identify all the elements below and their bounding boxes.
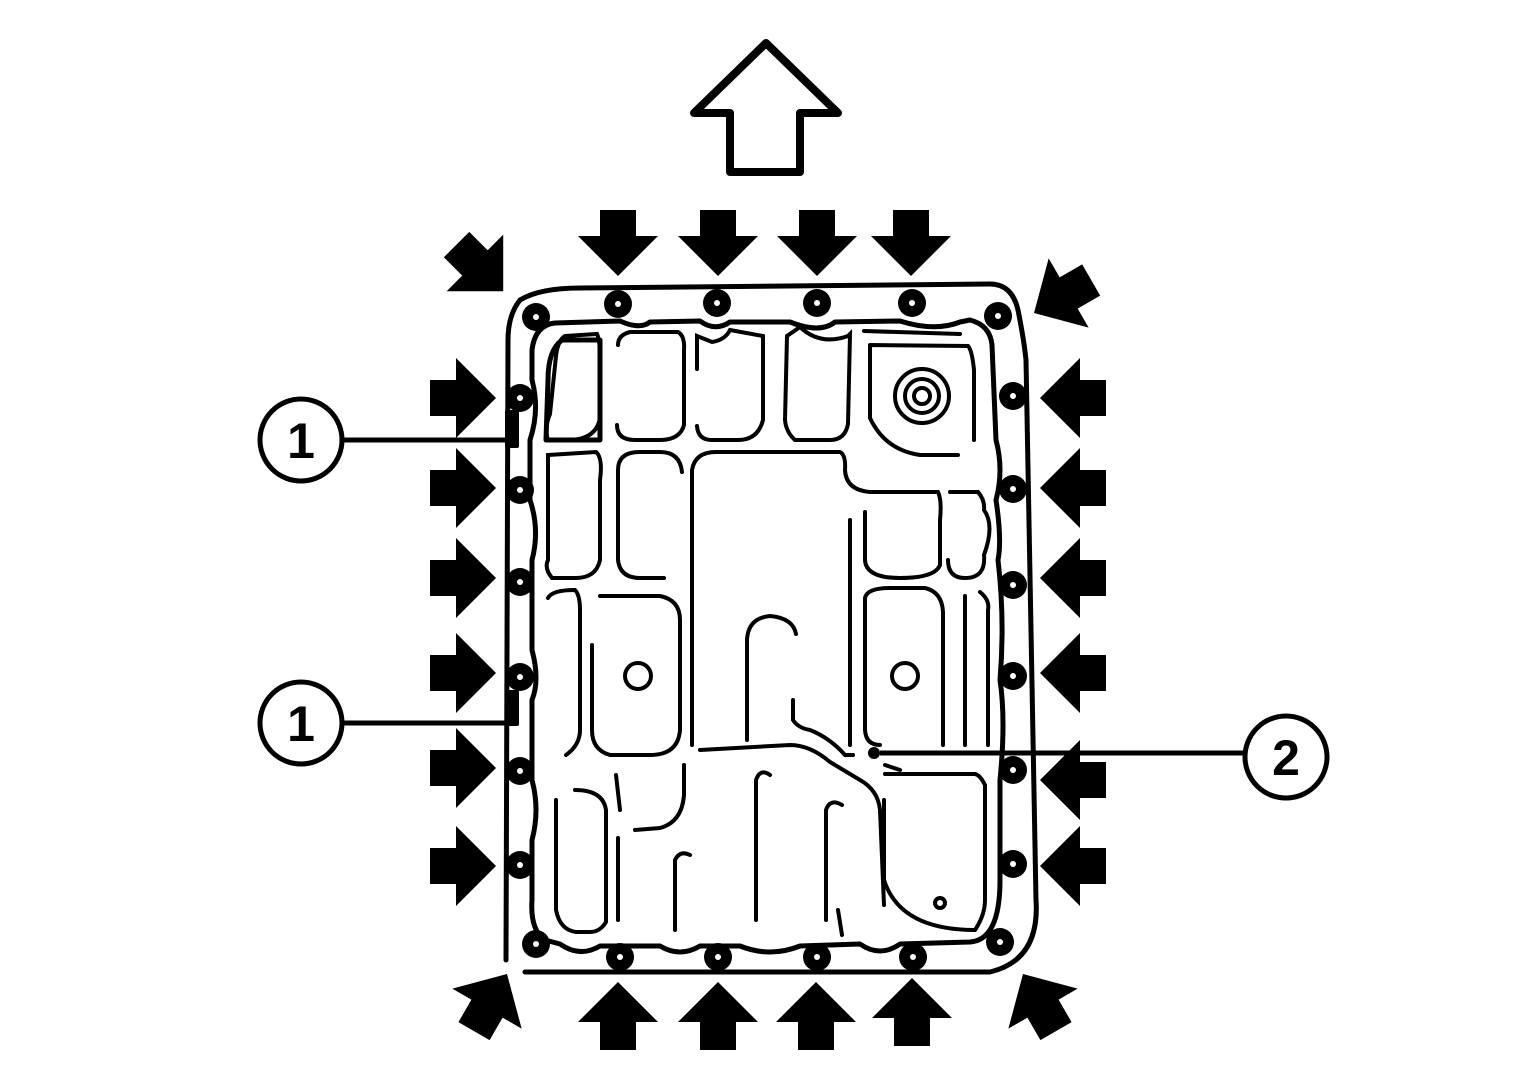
bolt-icon — [999, 382, 1027, 410]
right-arrow-icon — [430, 538, 496, 618]
callout-1a: 1 — [257, 396, 345, 484]
diagonal-arrow-bottom-left-icon — [452, 974, 522, 1041]
down-arrow-icon — [678, 210, 758, 276]
bolt-icon — [999, 756, 1027, 784]
bolt-icon — [704, 943, 732, 971]
right-arrow-icon — [430, 728, 496, 808]
callout-circle — [257, 679, 345, 767]
callout-circle — [257, 396, 345, 484]
pan-left-edge — [503, 297, 523, 963]
top-pressure-arrows — [578, 210, 951, 276]
front-direction-arrow-icon — [690, 39, 842, 176]
left-arrow-icon — [1040, 448, 1106, 528]
bolt-icon — [506, 476, 534, 504]
bolt-icon — [999, 475, 1027, 503]
locating-pin-lower — [505, 690, 519, 726]
diagonal-arrow-top-right-icon — [1034, 258, 1101, 328]
bolt-icon — [898, 289, 926, 317]
callout-label: 1 — [287, 413, 315, 469]
pan-flange-outline — [517, 281, 1039, 975]
left-arrow-icon — [1040, 633, 1106, 713]
left-arrow-icon — [1040, 826, 1106, 906]
right-arrow-icon — [430, 448, 496, 528]
right-arrow-icon — [430, 826, 496, 906]
bolts — [506, 289, 1027, 971]
bolt-icon — [999, 662, 1027, 690]
up-arrow-icon — [678, 982, 758, 1050]
pan-point-marker — [868, 747, 880, 759]
bolt-icon — [999, 571, 1027, 599]
oil-pan — [503, 281, 1039, 975]
down-arrow-icon — [777, 210, 857, 276]
bolt-icon — [986, 928, 1014, 956]
diagonal-arrow-bottom-right-icon — [1008, 974, 1078, 1041]
pan-inner-gasket — [527, 317, 1006, 955]
bolt-icon — [803, 943, 831, 971]
bolt-icon — [522, 303, 550, 331]
up-arrow-icon — [776, 982, 856, 1050]
corner-pressure-arrows — [443, 231, 1101, 1041]
bolt-icon — [506, 568, 534, 596]
up-arrow-icon — [578, 982, 658, 1050]
callout-label: 2 — [1272, 730, 1300, 786]
bolt-icon — [899, 943, 927, 971]
leader-lines — [343, 437, 1244, 756]
left-pressure-arrows — [430, 358, 496, 906]
down-arrow-icon — [871, 210, 951, 276]
bolt-icon — [506, 851, 534, 879]
left-arrow-icon — [1040, 538, 1106, 618]
bolt-icon — [984, 302, 1012, 330]
down-arrow-icon — [578, 210, 658, 276]
bolt-icon — [703, 289, 731, 317]
bottom-pressure-arrows — [578, 978, 952, 1050]
pan-internal-ribs — [544, 324, 992, 937]
callout-circle — [1242, 713, 1330, 801]
bolt-icon — [506, 384, 534, 412]
right-arrow-icon — [430, 358, 496, 438]
left-arrow-icon — [1040, 740, 1106, 820]
up-arrow-icon — [872, 978, 952, 1046]
bolt-icon — [604, 290, 632, 318]
right-arrow-icon — [430, 633, 496, 713]
bolt-icon — [803, 289, 831, 317]
left-arrow-icon — [1040, 358, 1106, 438]
bolt-icon — [522, 930, 550, 958]
bolt-icon — [606, 943, 634, 971]
right-pressure-arrows — [1040, 358, 1106, 906]
bolt-icon — [506, 757, 534, 785]
callout-2: 2 — [1242, 713, 1330, 801]
diagonal-arrow-top-left-icon — [443, 231, 504, 292]
callout-1b: 1 — [257, 679, 345, 767]
callout-label: 1 — [287, 696, 315, 752]
bolt-icon — [506, 663, 534, 691]
bolt-icon — [999, 850, 1027, 878]
